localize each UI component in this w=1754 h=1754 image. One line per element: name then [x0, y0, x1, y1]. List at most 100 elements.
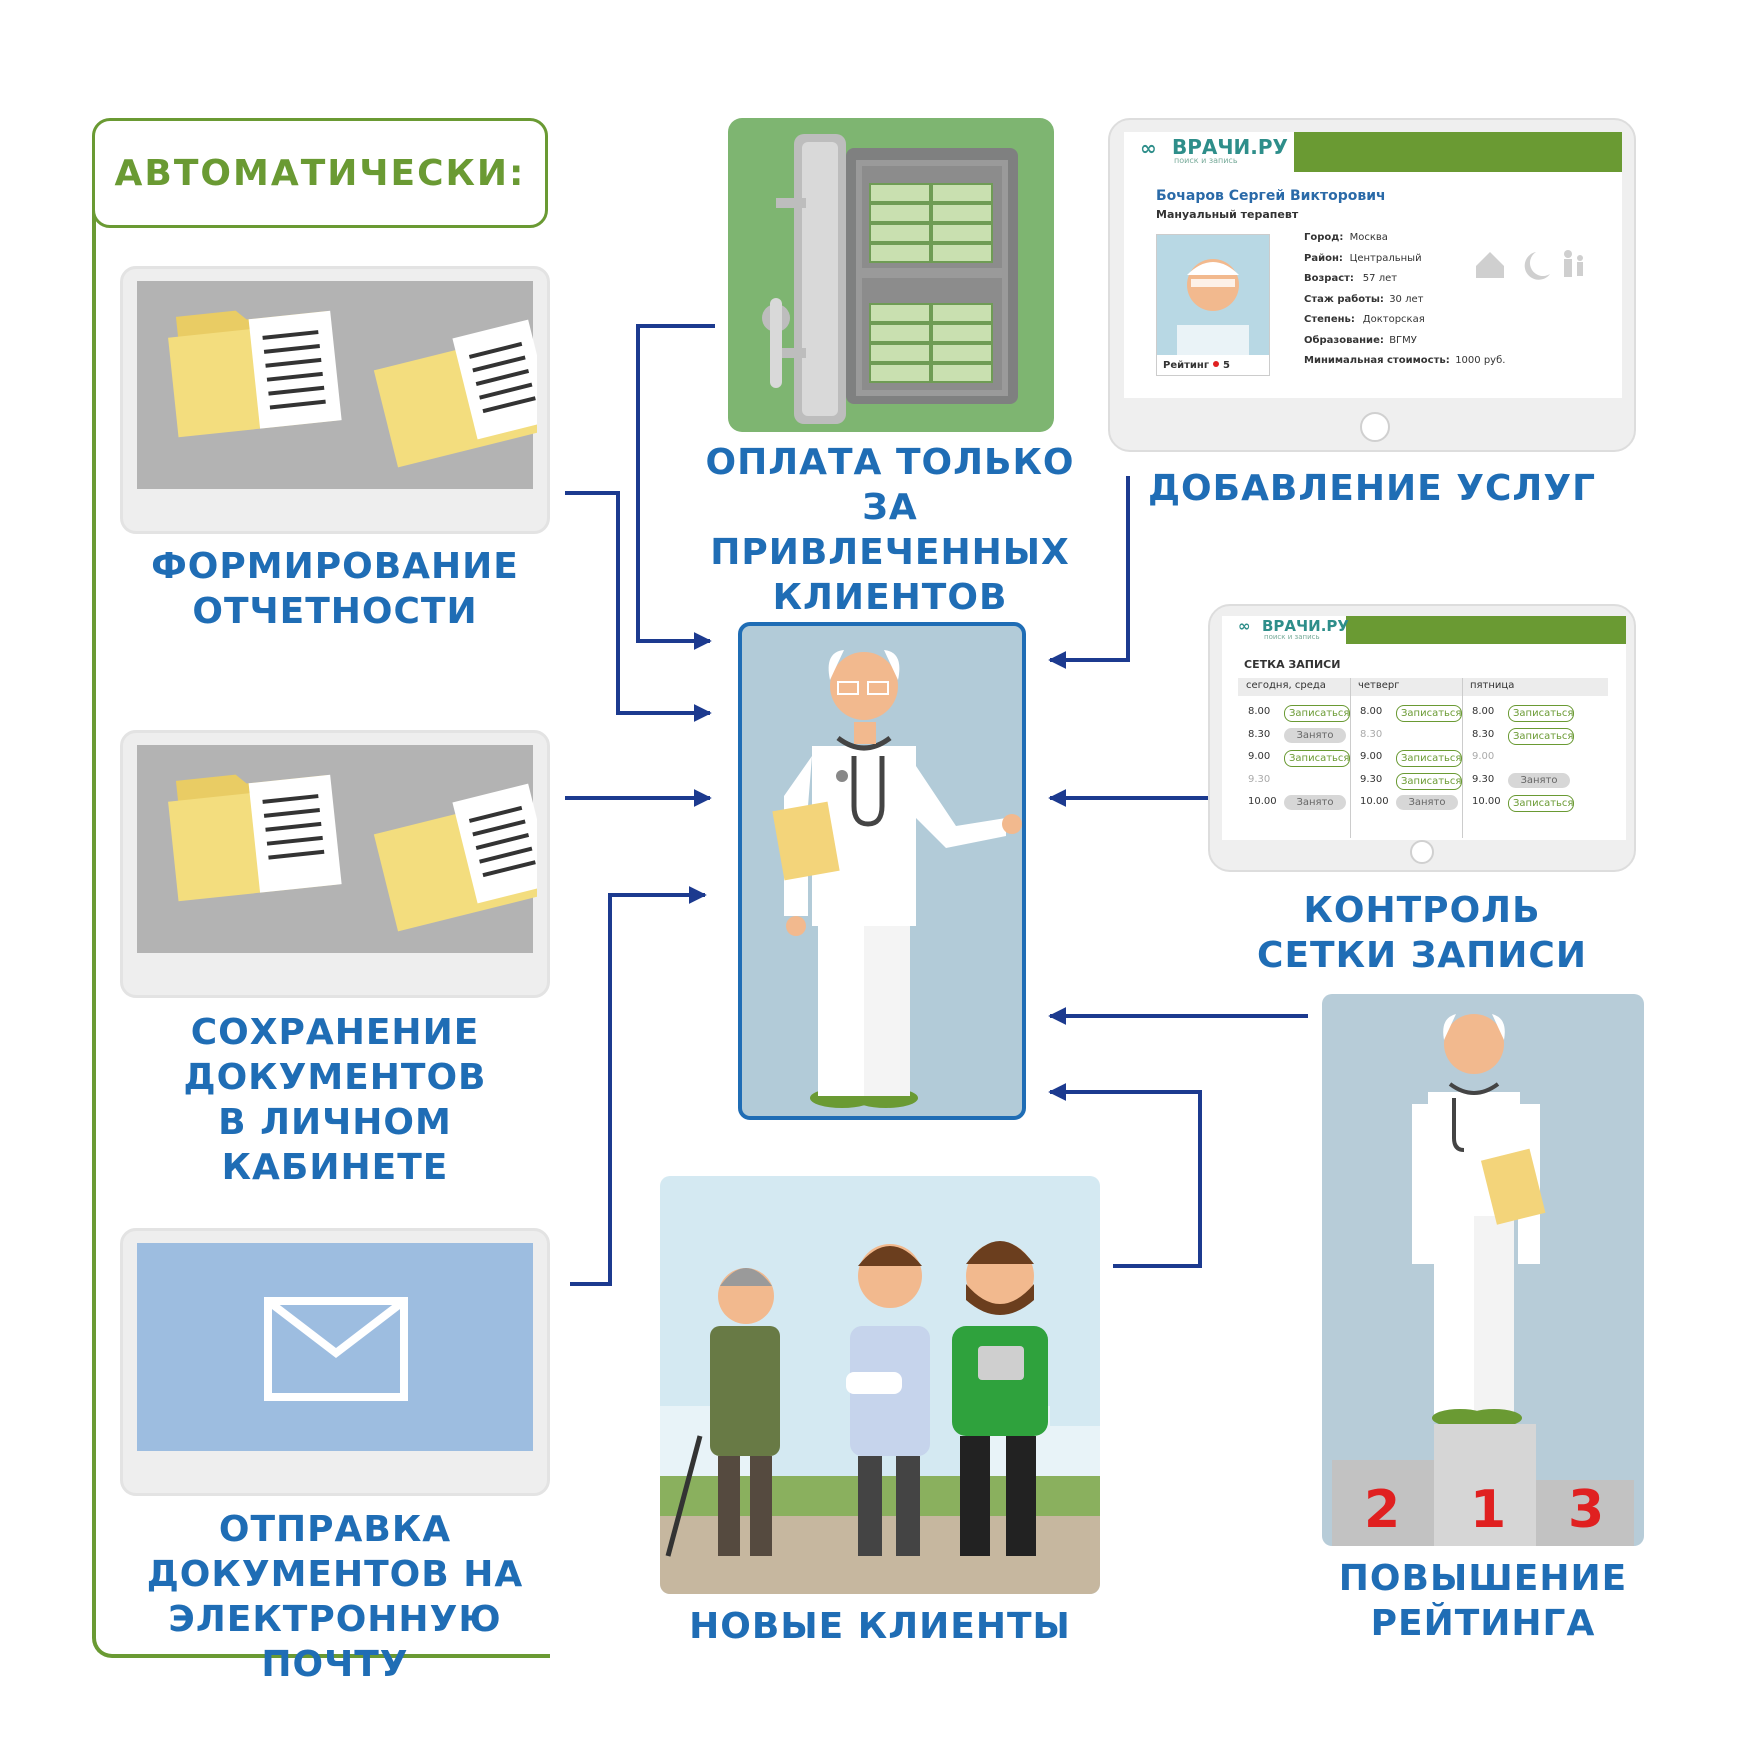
slot-time: 8.30	[1472, 728, 1495, 740]
book-slot-button[interactable]: Записаться	[1508, 727, 1574, 745]
field-label: Стаж работы:	[1304, 293, 1384, 305]
schedule-screen: ∞ ВРАЧИ.РУ поиск и запись СЕТКА ЗАПИСИ с…	[1222, 616, 1626, 840]
heading-box: АВТОМАТИЧЕСКИ:	[92, 118, 548, 228]
schedule-column-divider	[1462, 678, 1463, 838]
slot-time: 10.00	[1360, 796, 1389, 807]
field-value: ВГМУ	[1389, 334, 1417, 346]
doctor-avatar-icon	[1177, 259, 1249, 375]
slot-time: 8.00	[1248, 706, 1271, 717]
injured-man	[846, 1244, 930, 1556]
arrow-reporting	[565, 491, 712, 722]
rating-panel: 2 1 3	[1322, 994, 1644, 1546]
moon-icon	[1524, 252, 1550, 280]
schedule-column-divider	[1350, 678, 1351, 838]
podium-place-2: 2	[1364, 1480, 1401, 1540]
rating-label: Рейтинг	[1163, 360, 1210, 371]
book-slot-button[interactable]: Записаться	[1284, 705, 1350, 722]
elderly-man	[665, 1268, 780, 1557]
busy-slot-badge: Занято	[1284, 727, 1346, 743]
doctor-specialty: Мануальный терапевт	[1156, 208, 1299, 221]
field-value: 30 лет	[1389, 293, 1424, 305]
tablet-home-button	[1360, 412, 1390, 442]
tablet-home-button	[1410, 840, 1434, 864]
documents-monitor	[120, 730, 554, 998]
schedule-day-header: пятница	[1470, 680, 1515, 691]
slot-time: 8.00	[1472, 706, 1495, 717]
logo-text: ВРАЧИ.РУ	[1172, 135, 1288, 159]
logo-subtitle: поиск и запись	[1264, 633, 1320, 641]
family-icon	[1564, 250, 1572, 258]
doctor-icon	[772, 650, 1022, 1108]
slot-time: 9.00	[1248, 751, 1271, 762]
schedule-day-header: сегодня, среда	[1246, 680, 1326, 691]
field-label: Город:	[1304, 232, 1344, 243]
caption-services: ДОБАВЛЕНИЕ УСЛУГ	[1147, 468, 1597, 509]
slot-time: 9.00	[1472, 751, 1495, 762]
slot-time: 8.30	[1360, 728, 1383, 740]
logo-mark-icon: ∞	[1238, 617, 1251, 635]
slot-time: 10.00	[1248, 796, 1277, 807]
folder-icon	[168, 774, 554, 932]
logo-subtitle: поиск и запись	[1174, 156, 1238, 165]
field-label: Минимальная стоимость:	[1304, 355, 1450, 366]
book-slot-button[interactable]: Записаться	[1396, 750, 1462, 767]
services-tablet: ∞ ВРАЧИ.РУ поиск и запись Бочаров Сергей…	[1108, 118, 1636, 452]
slot-time: 9.30	[1360, 773, 1383, 785]
arrow-new-clients	[1048, 1083, 1202, 1268]
email-monitor	[120, 1228, 550, 1496]
field-label: Степень:	[1304, 314, 1355, 325]
schedule-title: СЕТКА ЗАПИСИ	[1244, 658, 1341, 671]
logo-text: ВРАЧИ.РУ	[1262, 617, 1349, 635]
podium-place-1: 1	[1470, 1480, 1507, 1540]
envelope-icon	[264, 1297, 408, 1401]
filter-icons	[1476, 250, 1583, 280]
arrow-payment	[636, 324, 715, 650]
busy-slot-badge: Занято	[1284, 795, 1346, 810]
clients-illustration-icon	[660, 1241, 1100, 1594]
services-screen: ∞ ВРАЧИ.РУ поиск и запись Бочаров Сергей…	[1124, 132, 1622, 398]
field-label: Образование:	[1304, 334, 1384, 346]
new-clients-panel	[660, 1176, 1100, 1594]
schedule-tablet: ∞ ВРАЧИ.РУ поиск и запись СЕТКА ЗАПИСИ с…	[1208, 604, 1636, 872]
book-slot-button[interactable]: Записаться	[1284, 750, 1350, 767]
book-slot-button[interactable]: Записаться	[1508, 705, 1574, 722]
field-value: Центральный	[1349, 252, 1422, 264]
heading-title: АВТОМАТИЧЕСКИ:	[114, 153, 526, 194]
rating-dot-icon	[1213, 361, 1219, 367]
field-label: Район:	[1304, 252, 1343, 264]
doctor-photo: Рейтинг 5	[1156, 234, 1270, 376]
home-icon	[1476, 252, 1504, 278]
busy-slot-badge: Занято	[1396, 795, 1458, 810]
arrow-services	[1048, 476, 1130, 669]
schedule-day-header: четверг	[1358, 680, 1400, 691]
field-value: Москва	[1349, 232, 1388, 243]
book-slot-button[interactable]: Записаться	[1396, 705, 1462, 722]
field-value: 57 лет	[1362, 273, 1398, 284]
busy-slot-badge: Занято	[1508, 772, 1570, 788]
reporting-screen	[137, 281, 554, 489]
podium-place-3: 3	[1568, 1480, 1605, 1540]
book-slot-button[interactable]: Записаться	[1396, 772, 1462, 790]
field-value: Докторская	[1362, 314, 1425, 325]
podium-doctor-icon	[1332, 1014, 1634, 1546]
arrow-email	[570, 886, 707, 1286]
automation-bracket	[92, 180, 550, 1658]
bearded-man	[952, 1241, 1048, 1556]
book-slot-button[interactable]: Записаться	[1508, 795, 1574, 812]
central-doctor-panel	[738, 622, 1026, 1120]
slot-time: 9.30	[1472, 773, 1495, 785]
documents-screen	[137, 745, 554, 953]
slot-time: 8.30	[1248, 728, 1271, 740]
folder-icon	[168, 310, 554, 468]
field-value: 1000 руб.	[1455, 355, 1506, 366]
email-screen	[137, 1243, 533, 1451]
safe-panel	[728, 118, 1054, 432]
safe-icon	[762, 134, 1018, 424]
slot-time: 8.00	[1360, 706, 1383, 717]
slot-time: 9.00	[1360, 751, 1383, 762]
doctor-name: Бочаров Сергей Викторович	[1156, 188, 1386, 204]
